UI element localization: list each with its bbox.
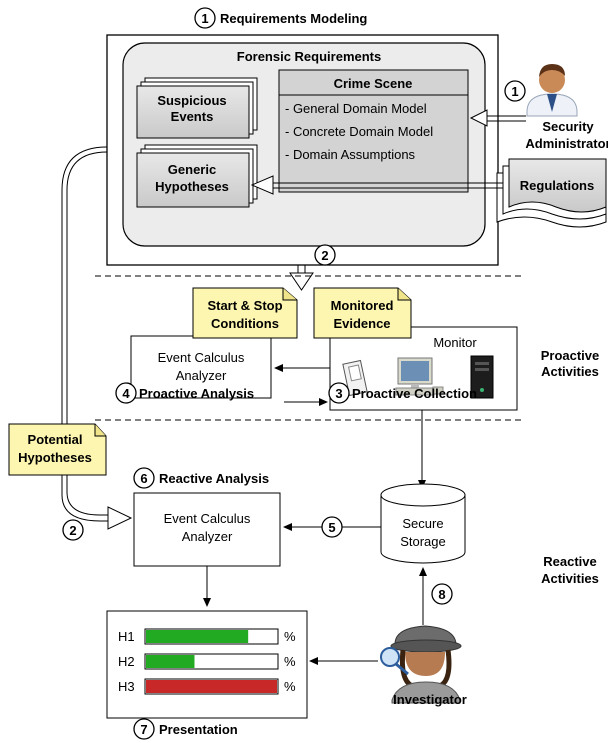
- requirements-modeling-header: 1 Requirements Modeling: [194, 7, 367, 29]
- step-5-badge: 5: [321, 516, 343, 538]
- svg-text:1: 1: [201, 11, 208, 26]
- svg-text:- Domain Assumptions: - Domain Assumptions: [285, 147, 416, 162]
- hypotheses-feedback-line-outer: [61, 146, 108, 444]
- svg-text:- Concrete Domain Model: - Concrete Domain Model: [285, 124, 433, 139]
- svg-text:4: 4: [122, 386, 130, 401]
- svg-text:Hypotheses: Hypotheses: [18, 450, 92, 465]
- presentation-label: 7 Presentation: [133, 718, 238, 740]
- svg-text:7: 7: [140, 722, 147, 737]
- hypotheses-to-reactive-line-outer: [61, 475, 108, 522]
- svg-text:Proactive Collection: Proactive Collection: [352, 386, 477, 401]
- svg-text:Generic: Generic: [168, 162, 216, 177]
- svg-text:Activities: Activities: [541, 364, 599, 379]
- svg-text:5: 5: [328, 520, 335, 535]
- hypothesis-label: H2: [118, 654, 135, 669]
- hypothesis-label: H1: [118, 629, 135, 644]
- proactive-analyzer-line1: Event Calculus: [158, 350, 245, 365]
- svg-text:1: 1: [511, 84, 518, 99]
- secure-storage-cylinder: Secure Storage: [380, 483, 466, 564]
- svg-text:Regulations: Regulations: [520, 178, 594, 193]
- reactive-activities-label: Reactive Activities: [541, 554, 599, 586]
- hypothesis-bars: H1% H2% H3%: [118, 628, 296, 695]
- svg-text:Reactive: Reactive: [543, 554, 596, 569]
- svg-text:Security: Security: [542, 119, 594, 134]
- card-reader-icon: [342, 359, 368, 397]
- reactive-analyzer-line1: Event Calculus: [164, 511, 251, 526]
- svg-text:3: 3: [335, 386, 342, 401]
- svg-text:Crime Scene: Crime Scene: [334, 76, 413, 91]
- svg-text:6: 6: [140, 471, 147, 486]
- monitor-label: Monitor: [433, 335, 477, 350]
- svg-text:Events: Events: [171, 109, 214, 124]
- svg-text:- General Domain Model: - General Domain Model: [285, 101, 427, 116]
- svg-text:2: 2: [321, 248, 328, 263]
- hypothesis-label: H3: [118, 679, 135, 694]
- server-tower-icon: [470, 355, 494, 399]
- forensic-requirements-title: Forensic Requirements: [237, 49, 382, 64]
- hypotheses-feedback-line-inner: [66, 151, 108, 444]
- svg-text:2: 2: [69, 523, 76, 538]
- svg-text:Proactive: Proactive: [541, 348, 600, 363]
- start-stop-conditions-note: Start & Stop Conditions: [192, 287, 298, 339]
- hypotheses-to-reactive-arrowhead: [107, 506, 133, 530]
- suspicious-events-doc: Suspicious Events: [136, 77, 258, 139]
- svg-text:Secure: Secure: [402, 516, 443, 531]
- regulations-to-hypotheses-arrow: [250, 175, 503, 195]
- svg-text:Suspicious: Suspicious: [157, 93, 226, 108]
- hypothesis-bar-fill: [146, 680, 277, 693]
- step-8-badge: 8: [431, 583, 453, 605]
- hypothesis-bar-fill: [146, 655, 195, 668]
- svg-text:Requirements Modeling: Requirements Modeling: [220, 11, 367, 26]
- investigator-actor: Investigator: [380, 625, 467, 707]
- generic-hypotheses-doc: Generic Hypotheses: [136, 144, 258, 208]
- svg-text:Presentation: Presentation: [159, 722, 238, 737]
- hypothesis-unit: %: [284, 629, 296, 644]
- desktop-computer-icon: [395, 357, 444, 396]
- potential-hypotheses-note: Potential Hypotheses: [8, 423, 107, 476]
- svg-text:Evidence: Evidence: [333, 316, 390, 331]
- monitored-evidence-note: Monitored Evidence: [313, 287, 412, 339]
- hypothesis-unit: %: [284, 679, 296, 694]
- hypothesis-bar-fill: [146, 630, 249, 643]
- svg-text:Investigator: Investigator: [393, 692, 467, 707]
- reactive-analyzer-line2: Analyzer: [182, 529, 233, 544]
- admin-to-crime-scene-arrow: [469, 109, 526, 127]
- svg-text:Administrator: Administrator: [525, 136, 608, 151]
- hypotheses-to-reactive-line-inner: [66, 475, 108, 516]
- svg-text:8: 8: [438, 587, 445, 602]
- security-admin-actor: Security Administrator: [525, 64, 608, 151]
- hypothesis-unit: %: [284, 654, 296, 669]
- proactive-collection-label: 3 Proactive Collection: [328, 382, 477, 404]
- svg-text:Monitored: Monitored: [331, 298, 394, 313]
- svg-text:Start & Stop: Start & Stop: [207, 298, 282, 313]
- proactive-analyzer-line2: Analyzer: [176, 368, 227, 383]
- admin-step-1: 1: [504, 80, 526, 102]
- svg-text:Hypotheses: Hypotheses: [155, 179, 229, 194]
- reactive-step-2: 2: [62, 519, 84, 541]
- svg-text:Reactive Analysis: Reactive Analysis: [159, 471, 269, 486]
- svg-text:Activities: Activities: [541, 571, 599, 586]
- regulations-doc: Regulations: [496, 158, 607, 228]
- proactive-analyzer-box: [130, 335, 272, 399]
- reactive-analyzer-box: [133, 492, 281, 567]
- proactive-activities-label: Proactive Activities: [541, 348, 600, 379]
- proactive-analysis-label: 4 Proactive Analysis: [115, 382, 254, 404]
- svg-text:Storage: Storage: [400, 534, 446, 549]
- svg-text:Conditions: Conditions: [211, 316, 279, 331]
- svg-text:Proactive Analysis: Proactive Analysis: [139, 386, 254, 401]
- requirements-to-proactive-arrow: 2: [289, 244, 336, 291]
- svg-text:Potential: Potential: [28, 432, 83, 447]
- reactive-analysis-label: 6 Reactive Analysis: [133, 467, 269, 489]
- crime-scene-box: Crime Scene - General Domain Model - Con…: [278, 69, 469, 193]
